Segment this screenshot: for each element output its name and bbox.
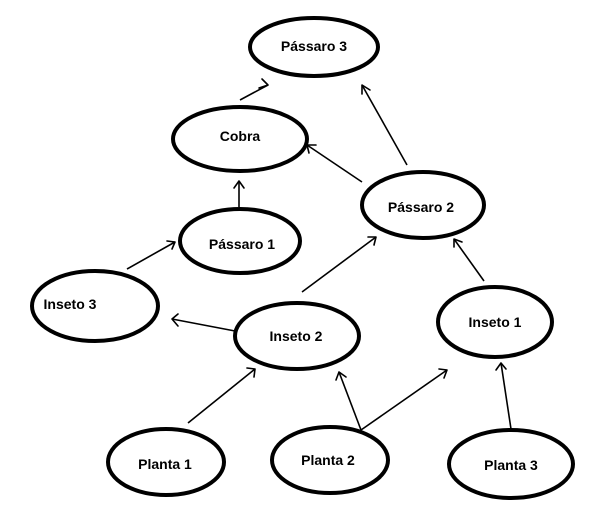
edges-layer: [126, 78, 512, 431]
node-cobra: Cobra: [171, 105, 309, 173]
edge-planta2-to-inseto2: [335, 371, 362, 431]
edge-planta1-to-inseto2: [187, 367, 256, 424]
node-passaro2: Pássaro 2: [360, 170, 486, 240]
node-label-planta2: Planta 2: [301, 452, 355, 468]
node-label-inseto1: Inseto 1: [469, 314, 522, 330]
edge-inseto2-to-inseto3: [171, 313, 236, 332]
edge-planta2-to-inseto1: [360, 368, 448, 431]
node-label-inseto3: Inseto 3: [44, 296, 97, 312]
edge-inseto1-to-passaro2: [453, 238, 485, 282]
edge-inseto2-to-passaro2: [301, 236, 377, 293]
node-label-passaro2: Pássaro 2: [388, 199, 454, 215]
node-passaro3: Pássaro 3: [248, 16, 380, 78]
node-label-cobra: Cobra: [220, 128, 261, 144]
node-passaro1: Pássaro 1: [178, 207, 302, 275]
node-planta1: Planta 1: [106, 427, 226, 497]
node-label-passaro3: Pássaro 3: [281, 38, 347, 54]
node-planta2: Planta 2: [270, 425, 390, 495]
node-label-planta1: Planta 1: [138, 456, 192, 472]
node-label-planta3: Planta 3: [484, 457, 538, 473]
node-label-inseto2: Inseto 2: [270, 328, 323, 344]
node-planta3: Planta 3: [447, 428, 575, 500]
edge-passaro1-to-cobra: [233, 180, 245, 207]
node-inseto1: Inseto 1: [436, 285, 554, 359]
edge-passaro2-to-cobra: [306, 144, 363, 183]
nodes-layer: Pássaro 3 Cobra Pássaro 2 Pássaro 1 Inse…: [30, 16, 575, 500]
edge-inseto3-to-passaro1: [126, 240, 176, 270]
edge-planta3-to-inseto1: [495, 362, 512, 430]
node-label-passaro1: Pássaro 1: [209, 236, 275, 252]
edge-passaro2-to-passaro3: [361, 84, 408, 166]
edge-cobra-to-passaro3: [239, 78, 269, 101]
node-inseto2: Inseto 2: [233, 301, 361, 371]
node-inseto3: Inseto 3: [30, 269, 160, 343]
